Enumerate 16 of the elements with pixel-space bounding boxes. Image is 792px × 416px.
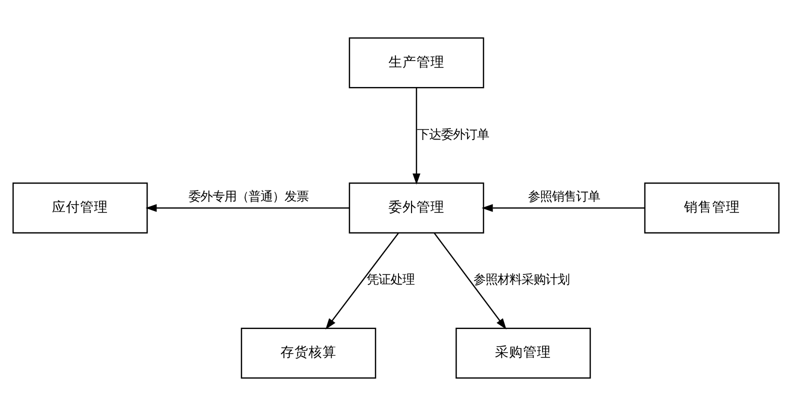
edge-label: 参照材料采购计划 — [473, 272, 570, 287]
edge-label: 委外专用（普通）发票 — [188, 190, 308, 204]
node-box: 销售管理 — [644, 182, 780, 234]
edge-label: 凭证处理 — [366, 272, 414, 287]
edge-label: 参照销售订单 — [528, 190, 600, 204]
edge-label: 下达委外订单 — [417, 127, 490, 142]
node-box: 应付管理 — [12, 182, 148, 234]
node-box: 采购管理 — [456, 328, 591, 379]
node-box: 委外管理 — [348, 182, 484, 234]
node-box: 存货核算 — [240, 328, 376, 379]
arrow — [482, 204, 645, 212]
node-box: 生产管理 — [348, 37, 484, 88]
arrow — [412, 88, 420, 185]
arrow — [146, 204, 350, 212]
arrow — [326, 232, 399, 330]
arrow — [434, 232, 506, 330]
